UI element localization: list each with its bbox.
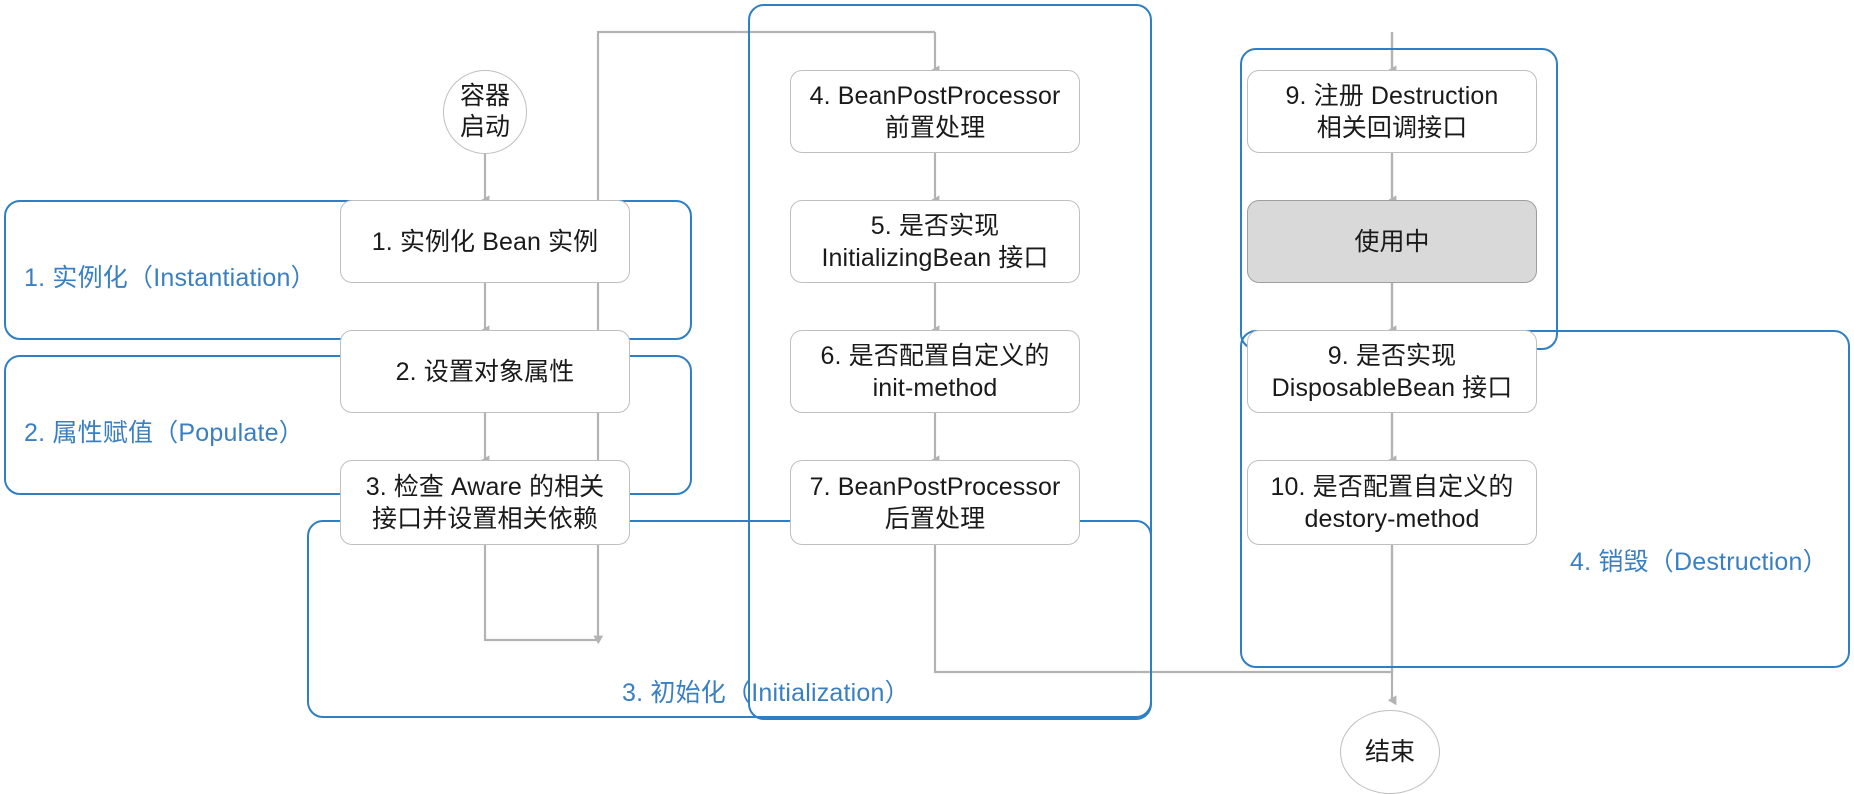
- node-disposablebean[interactable]: 9. 是否实现 DisposableBean 接口: [1247, 330, 1537, 413]
- edge-n3-riser: [596, 30, 935, 640]
- edge-n3-to-n4: [483, 545, 604, 645]
- group-label-destruction: 4. 销毁（Destruction）: [1570, 548, 1828, 576]
- node-instantiate-bean[interactable]: 1. 实例化 Bean 实例: [340, 200, 630, 283]
- group-label-initialization: 3. 初始化（Initialization）: [622, 679, 910, 707]
- node-initializingbean[interactable]: 5. 是否实现 InitializingBean 接口: [790, 200, 1080, 283]
- terminator-start[interactable]: 容器 启动: [443, 70, 527, 154]
- node-destroy-method[interactable]: 10. 是否配置自定义的 destory-method: [1247, 460, 1537, 545]
- node-aware-interfaces[interactable]: 3. 检查 Aware 的相关 接口并设置相关依赖: [340, 460, 630, 545]
- group-label-populate: 2. 属性赋值（Populate）: [24, 419, 304, 447]
- group-label-instantiation: 1. 实例化（Instantiation）: [24, 264, 316, 292]
- node-bpp-after[interactable]: 7. BeanPostProcessor 后置处理: [790, 460, 1080, 545]
- node-set-properties[interactable]: 2. 设置对象属性: [340, 330, 630, 413]
- node-register-destruction-callbacks[interactable]: 9. 注册 Destruction 相关回调接口: [1247, 70, 1537, 153]
- node-in-use[interactable]: 使用中: [1247, 200, 1537, 283]
- terminator-end[interactable]: 结束: [1340, 710, 1440, 794]
- node-bpp-before[interactable]: 4. BeanPostProcessor 前置处理: [790, 70, 1080, 153]
- node-init-method[interactable]: 6. 是否配置自定义的 init-method: [790, 330, 1080, 413]
